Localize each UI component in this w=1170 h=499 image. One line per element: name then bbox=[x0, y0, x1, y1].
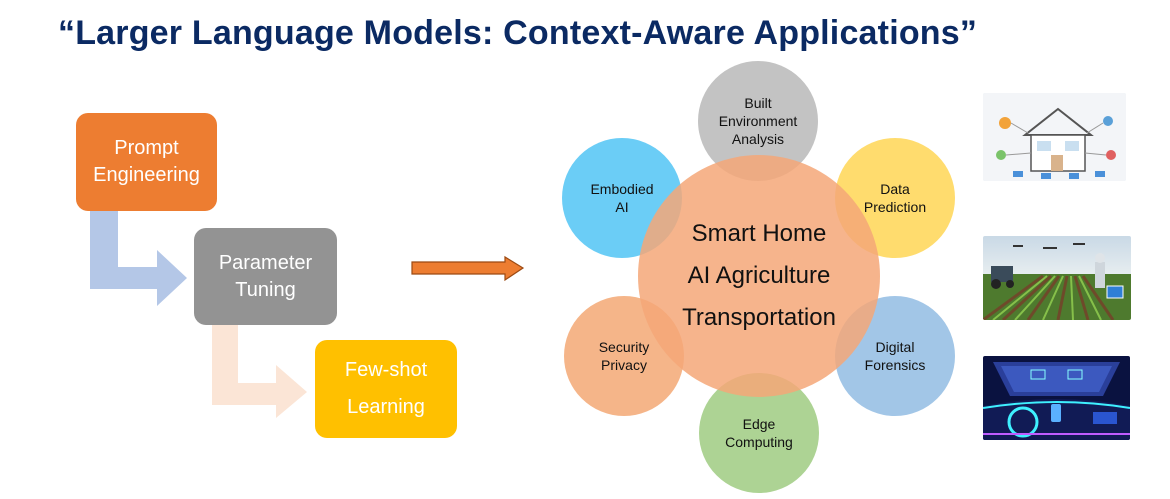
ai-agriculture-illustration bbox=[983, 236, 1131, 320]
few-shot-learning-line-2: Learning bbox=[347, 396, 425, 418]
data-prediction-line-1: Data bbox=[880, 181, 910, 197]
edge-computing-line-2: Computing bbox=[725, 434, 793, 450]
prompt-engineering-line-1: Prompt bbox=[114, 137, 179, 159]
few-shot-learning-line-1: Few-shot bbox=[344, 359, 428, 381]
center-line-ai-agriculture: AI Agriculture bbox=[687, 262, 831, 289]
digital-forensics-circle: Digital Forensics bbox=[835, 296, 955, 416]
prompt-engineering-box: Prompt Engineering bbox=[76, 113, 217, 211]
parameter-tuning-box: Parameter Tuning bbox=[194, 228, 337, 325]
few-shot-learning-box: Few-shot Learning bbox=[315, 340, 457, 438]
embodied-ai-line-1: Embodied bbox=[590, 181, 654, 197]
built-environment-line-2: Environment bbox=[718, 113, 798, 129]
data-prediction-line-2: Prediction bbox=[863, 199, 927, 215]
page-title: “Larger Language Models: Context-Aware A… bbox=[58, 14, 978, 52]
smart-home-image bbox=[983, 93, 1126, 181]
security-privacy-line-2: Privacy bbox=[601, 357, 647, 373]
ai-agriculture-image bbox=[983, 236, 1131, 320]
smart-home-illustration bbox=[983, 93, 1126, 181]
prompt-engineering-line-2: Engineering bbox=[93, 164, 200, 186]
security-privacy-line-1: Security bbox=[598, 339, 650, 355]
flow-connectors bbox=[90, 211, 525, 418]
autonomous-car-illustration bbox=[983, 356, 1130, 440]
digital-forensics-line-1: Digital bbox=[875, 339, 915, 355]
center-line-transportation: Transportation bbox=[682, 304, 836, 331]
edge-computing-line-1: Edge bbox=[742, 416, 776, 432]
main-arrow bbox=[411, 255, 525, 282]
built-environment-line-3: Analysis bbox=[731, 131, 785, 147]
connector-arrow-2 bbox=[212, 325, 307, 418]
digital-forensics-line-2: Forensics bbox=[864, 357, 926, 373]
connector-arrow-1 bbox=[90, 211, 187, 306]
edge-computing-circle: Edge Computing bbox=[699, 373, 819, 493]
built-environment-line-1: Built bbox=[744, 95, 772, 111]
data-prediction-circle: Data Prediction bbox=[835, 138, 955, 258]
parameter-tuning-line-1: Parameter bbox=[218, 251, 313, 274]
parameter-tuning-line-2: Tuning bbox=[235, 278, 296, 301]
center-line-smart-home: Smart Home bbox=[691, 220, 827, 247]
embodied-ai-line-2: AI bbox=[615, 199, 629, 215]
autonomous-car-image bbox=[983, 356, 1130, 440]
center-circle: Smart Home AI Agriculture Transportation bbox=[638, 155, 880, 397]
